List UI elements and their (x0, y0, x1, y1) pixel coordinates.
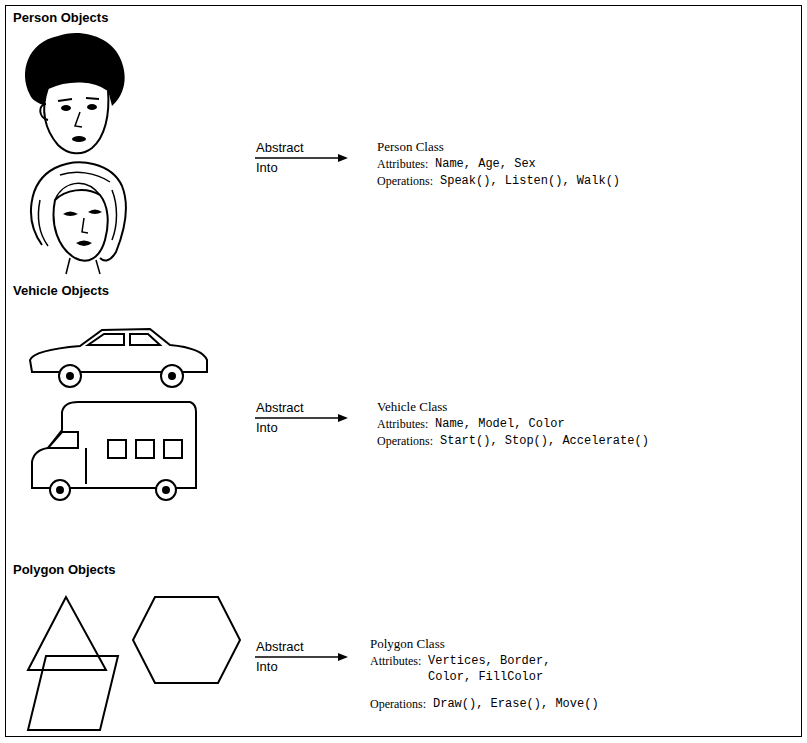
class-name: Polygon Class (370, 636, 445, 652)
arrow-label: Abstract (256, 401, 304, 415)
field-name: Attributes: (377, 416, 428, 432)
car-figure (30, 329, 207, 387)
class-name: Vehicle Class (377, 399, 447, 415)
field-value: Name, Age, Sex (435, 156, 536, 172)
section-heading: Person Objects (13, 10, 108, 26)
camper-figure (32, 402, 196, 500)
field-value: Draw(), Erase(), Move() (433, 696, 599, 712)
arrow-label: Abstract (256, 640, 304, 654)
triangle-figure (28, 597, 106, 670)
field-name: Operations: (370, 696, 426, 712)
outer-frame (6, 6, 802, 737)
man-face-figure (25, 33, 125, 153)
woman-face-figure (31, 162, 126, 274)
class-name: Person Class (377, 139, 444, 155)
field-value: Name, Model, Color (435, 416, 565, 432)
field-name: Operations: (377, 173, 433, 189)
section-heading: Polygon Objects (13, 562, 116, 578)
field-name: Operations: (377, 433, 433, 449)
arrow-label: Into (256, 161, 278, 175)
arrow-label: Abstract (256, 141, 304, 155)
field-value: Speak(), Listen(), Walk() (440, 173, 620, 189)
section-heading: Vehicle Objects (13, 283, 109, 299)
arrow-label: Into (256, 421, 278, 435)
field-name: Attributes: (370, 653, 421, 669)
arrow-label: Into (256, 660, 278, 674)
parallelogram-figure (28, 656, 118, 730)
field-value: Vertices, Border, Color, FillColor (428, 653, 558, 685)
field-name: Attributes: (377, 156, 428, 172)
field-value: Start(), Stop(), Accelerate() (440, 433, 649, 449)
hexagon-figure (133, 597, 240, 683)
